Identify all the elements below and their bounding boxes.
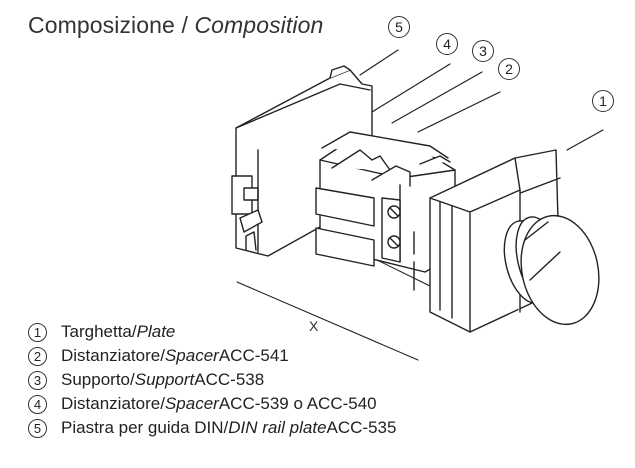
legend-separator: / [131,322,137,341]
legend-item: 5 Piastra per guida DIN / DIN rail plate… [28,416,396,440]
legend-italian: Distanziatore [61,346,161,365]
legend-code: ACC-539 o ACC-540 [218,394,377,413]
legend-italian: Distanziatore [61,394,161,413]
diagram-title: Composizione / Composition [28,12,323,39]
legend-english: Spacer [164,394,219,413]
legend-item: 3 Supporto / Support ACC-538 [28,368,396,392]
legend-separator: / [160,394,165,413]
parts-legend: 1 Targhetta / Plate 2 Distanziatore / Sp… [28,320,396,440]
callout-5: 5 [388,16,410,38]
callout-3: 3 [472,40,494,62]
leader-lines [359,49,604,151]
callout-1: 1 [592,90,614,112]
legend-italian: Supporto [61,370,130,389]
legend-item: 2 Distanziatore / Spacer ACC-541 [28,344,396,368]
legend-italian: Targhetta [61,322,132,341]
legend-italian: Piastra per guida DIN [61,418,224,437]
legend-code: ACC-535 [326,418,397,437]
dimension-label-x: X [309,318,319,334]
legend-item: 4 Distanziatore / Spacer ACC-539 o ACC-5… [28,392,396,416]
support-block [315,131,456,291]
legend-english: Support [134,370,195,389]
legend-separator: / [223,418,229,437]
legend-english: Spacer [164,346,219,365]
callout-4: 4 [436,33,458,55]
push-button [429,149,600,333]
callout-2: 2 [498,58,520,80]
legend-number: 5 [28,418,47,438]
legend-english: Plate [136,322,176,341]
legend-number: 4 [28,394,47,414]
legend-item: 1 Targhetta / Plate [28,320,396,344]
legend-number: 3 [28,370,47,390]
title-separator: / [174,12,195,38]
legend-code: ACC-541 [218,346,289,365]
legend-english: DIN rail plate [228,418,327,437]
legend-code: ACC-538 [194,370,265,389]
title-italian: Composizione [28,12,175,38]
legend-number: 1 [28,322,47,342]
legend-number: 2 [28,346,47,366]
legend-separator: / [130,370,135,389]
title-english: Composition [194,12,324,38]
legend-separator: / [160,346,165,365]
